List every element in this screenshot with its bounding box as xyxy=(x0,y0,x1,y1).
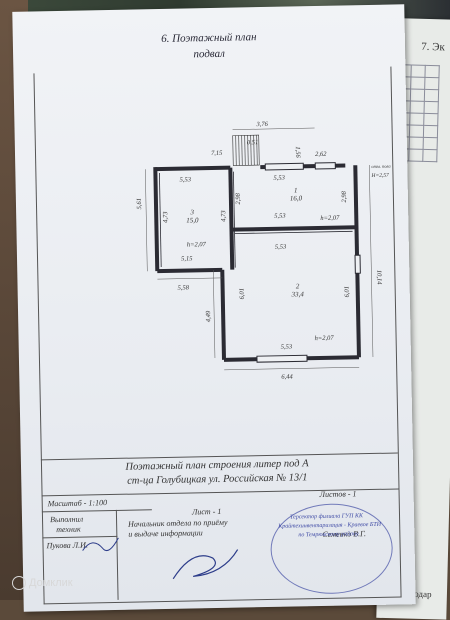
side-sheet-header: 7. Эк xyxy=(421,40,446,54)
height-room1: h=2,07 xyxy=(320,215,340,222)
level-height: H=2,57 xyxy=(370,173,389,179)
room-1-area: 16,0 xyxy=(290,194,303,202)
level-note: отм. пола xyxy=(371,164,391,169)
dim-room3-h: 4,73 xyxy=(162,211,169,223)
dim-room1-h: 2,98 xyxy=(235,192,242,204)
dim-top-outer: 3,76 xyxy=(255,121,268,128)
height-room2: h=2,07 xyxy=(315,335,335,342)
floor-plan: 3,76 0,51 7,15 1,56 2,62 5,53 5,53 5,53 … xyxy=(136,121,392,381)
dim-left-outer: 5,61 xyxy=(136,198,143,210)
room-2-number: 2 xyxy=(296,282,300,290)
room-3-number: 3 xyxy=(189,208,194,216)
dim-room2-right: 6,01 xyxy=(344,286,351,298)
executor-signature xyxy=(82,537,119,551)
watermark-text: Домклик xyxy=(29,577,73,589)
dim-outer-right: 10,14 xyxy=(375,270,382,286)
dim-room2-bottom: 5,53 xyxy=(281,343,293,350)
dim-room3-bottom: 5,15 xyxy=(181,255,193,262)
stairs xyxy=(232,134,260,166)
dim-bottom-outer: 6,44 xyxy=(281,373,293,380)
dim-left-top: 7,15 xyxy=(211,150,223,157)
dim-mid-top: 1,56 xyxy=(294,146,301,158)
dim-step: 0,51 xyxy=(247,139,259,146)
dim-room3-top: 5,53 xyxy=(179,176,191,183)
height-room3: h=2,07 xyxy=(187,241,207,248)
dim-room1-h-right: 2,98 xyxy=(341,190,348,202)
dim-room3-h2: 4,73 xyxy=(220,210,227,222)
dim-room1-w2: 5,53 xyxy=(275,244,287,251)
dim-room1-top: 5,53 xyxy=(273,175,285,182)
dim-left-bottom: 5,58 xyxy=(178,284,190,291)
dim-right-top: 2,62 xyxy=(315,151,327,158)
room-3-area: 15,0 xyxy=(186,216,199,224)
room-1-number: 1 xyxy=(294,186,298,194)
dim-outer-left-low: 4,49 xyxy=(205,310,212,322)
domclick-logo-icon xyxy=(12,576,26,590)
room-2-area: 33,4 xyxy=(291,290,305,298)
watermark: Домклик xyxy=(12,576,73,590)
dim-room2-left: 6,01 xyxy=(239,288,246,300)
signatures xyxy=(82,537,239,580)
dimension-lines xyxy=(145,127,374,371)
wall-inner xyxy=(158,171,353,268)
chief-signature xyxy=(172,549,239,580)
dim-room1-w: 5,53 xyxy=(274,213,286,220)
windows xyxy=(256,162,361,363)
stamp-line-3: по Темрюкскому району xyxy=(298,531,359,539)
document-sheet: 6. Поэтажный план подвал xyxy=(12,4,416,612)
